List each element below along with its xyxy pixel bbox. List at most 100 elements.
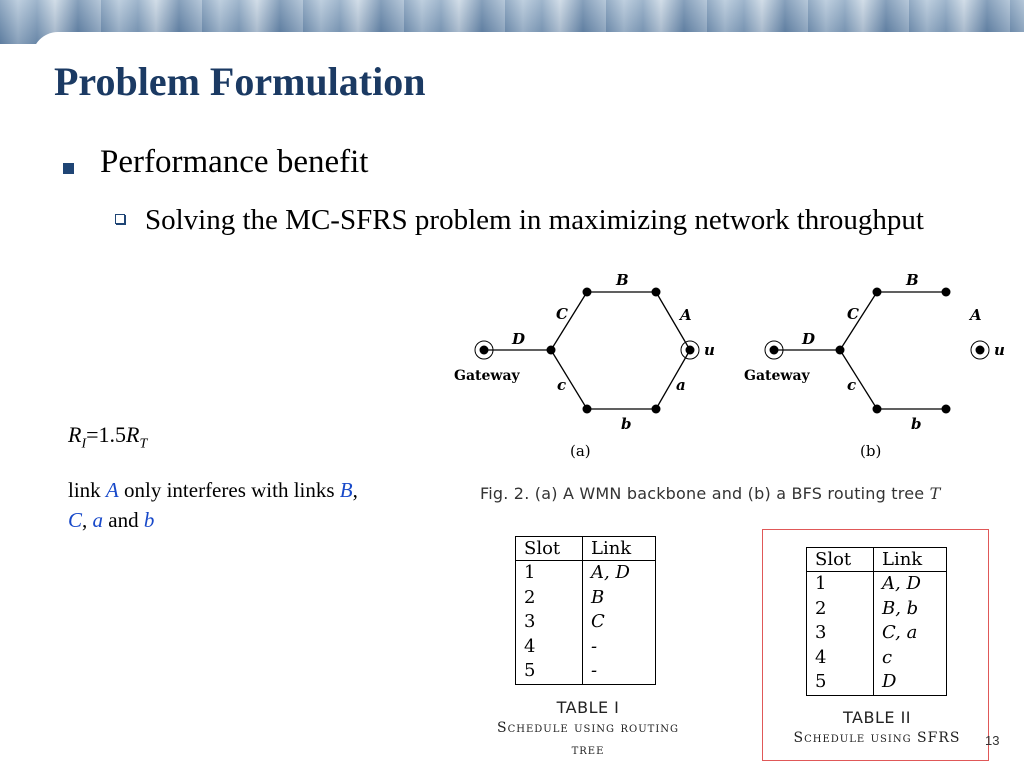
table2-caption: TABLE II Schedule using SFRS xyxy=(768,708,986,749)
wmn-figure: B C A D u c a b Gateway (a) B C A D u c … xyxy=(454,271,1005,460)
node-a-gateway-ring xyxy=(474,340,494,360)
ratio-sub-t: T xyxy=(139,436,148,452)
table2-caption-number: TABLE II xyxy=(843,708,911,727)
label-a-A: A xyxy=(678,306,692,324)
table1-slot-cell: 1 xyxy=(515,560,583,586)
page-number: 13 xyxy=(985,733,1000,748)
edge-b-c-lower xyxy=(839,349,878,410)
edge-a-c-lower xyxy=(550,349,588,410)
table-row: 1 A, D xyxy=(806,571,947,597)
label-a-b: b xyxy=(621,415,632,433)
table2-link-cell: B, b xyxy=(882,597,919,619)
graph-b-labels: B C A D u c b xyxy=(801,271,1005,433)
node-b-u xyxy=(975,345,985,355)
ratio-r-i: R xyxy=(68,422,82,447)
node-b-3 xyxy=(941,287,951,297)
graph-a-nodes xyxy=(474,287,700,414)
label-b-D: D xyxy=(801,330,815,348)
table1-header-link: Link xyxy=(582,536,656,561)
note-sep2: , xyxy=(82,508,93,532)
edge-a-a-lower xyxy=(655,349,691,410)
table1-slot-cell: 4 xyxy=(515,634,583,659)
label-a-u: u xyxy=(704,341,715,359)
table-row: 1 A, D xyxy=(515,560,656,586)
table1-slot-cell: 2 xyxy=(515,585,583,610)
table2-slot-cell: 3 xyxy=(806,621,874,646)
sfrs-highlight-box xyxy=(762,529,989,761)
table2-header-link: Link xyxy=(873,547,947,572)
ratio-equals: =1.5 xyxy=(86,422,127,447)
node-a-1 xyxy=(546,345,556,355)
node-a-2 xyxy=(582,287,592,297)
table2-link-cell: D xyxy=(882,671,897,692)
note-link-a-lower: a xyxy=(92,508,104,532)
node-a-u xyxy=(685,345,695,355)
table2-slot-cell: 1 xyxy=(806,571,874,597)
table1-slot-cell: 3 xyxy=(515,610,583,635)
subfig-a-label: (a) xyxy=(570,442,591,460)
graph-b xyxy=(774,291,946,410)
note-link-b-upper: B xyxy=(339,478,353,502)
note-sep1: , xyxy=(352,478,358,502)
bullet-solving-problem: Solving the MC-SFRS problem in maximizin… xyxy=(145,204,924,236)
table2-link-cell: A, D xyxy=(882,573,921,594)
note-link-c-upper: C xyxy=(68,508,83,532)
figure-caption-var: T xyxy=(929,484,941,503)
table2-slot-cell: 4 xyxy=(806,645,874,670)
label-a-B: B xyxy=(615,271,629,289)
label-b-gateway: Gateway xyxy=(744,368,811,384)
table2-header-slot: Slot xyxy=(806,547,874,572)
edge-b-c xyxy=(839,291,878,351)
label-b-C: C xyxy=(847,305,859,323)
square-bullet-icon xyxy=(63,163,74,174)
table1-link-cell: - xyxy=(591,660,598,681)
label-b-b: b xyxy=(911,415,922,433)
bullet-performance-benefit: Performance benefit xyxy=(100,144,369,180)
table1-caption-desc-1: Schedule using routing xyxy=(496,720,680,736)
slide-title: Problem Formulation xyxy=(54,59,426,104)
node-a-3 xyxy=(651,287,661,297)
label-b-B: B xyxy=(905,271,919,289)
label-a-a: a xyxy=(676,376,686,394)
label-b-u: u xyxy=(994,341,1005,359)
interference-ratio: RI=1.5RT xyxy=(68,422,147,452)
table1-link-cell: A, D xyxy=(591,562,630,583)
table1-caption-desc-2: tree xyxy=(571,742,605,758)
figure-caption-text: Fig. 2. (a) A WMN backbone and (b) a BFS… xyxy=(480,484,930,503)
node-b-u-ring xyxy=(970,340,990,360)
table2-slot-cell: 2 xyxy=(806,596,874,621)
table1-link-cell: B xyxy=(591,586,605,608)
ratio-r-t: R xyxy=(126,422,140,447)
table2-slot-cell: 5 xyxy=(806,670,874,695)
table1-slot-cell: 5 xyxy=(515,659,583,684)
hollow-square-bullet-icon xyxy=(115,214,125,224)
label-a-gateway: Gateway xyxy=(454,368,521,384)
node-b-gateway xyxy=(769,345,779,355)
note-and: and xyxy=(103,508,144,532)
node-a-gateway xyxy=(479,345,489,355)
table2-caption-desc: Schedule using SFRS xyxy=(793,730,961,746)
edge-a-c xyxy=(550,291,588,351)
table2-link-cell: c xyxy=(882,646,893,668)
graph-a-labels: B C A D u c a b xyxy=(511,271,715,433)
ratio-sub-i: I xyxy=(81,436,87,452)
node-a-4 xyxy=(582,404,592,414)
node-b-gateway-ring xyxy=(764,340,784,360)
table1-header-slot: Slot xyxy=(515,536,583,561)
table2-header-row: Slot Link xyxy=(806,547,947,572)
figure-caption: Fig. 2. (a) A WMN backbone and (b) a BFS… xyxy=(480,484,940,503)
node-a-u-ring xyxy=(680,340,700,360)
node-a-5 xyxy=(651,404,661,414)
note-link-b-lower: b xyxy=(143,508,155,532)
table-row: 5- xyxy=(515,659,656,684)
table1-header-row: Slot Link xyxy=(515,536,656,561)
note-prefix: link xyxy=(68,478,106,502)
table1-link-cell: C xyxy=(591,611,605,632)
node-b-1 xyxy=(835,345,845,355)
node-b-4 xyxy=(872,404,882,414)
table-row: 4- xyxy=(515,634,656,659)
